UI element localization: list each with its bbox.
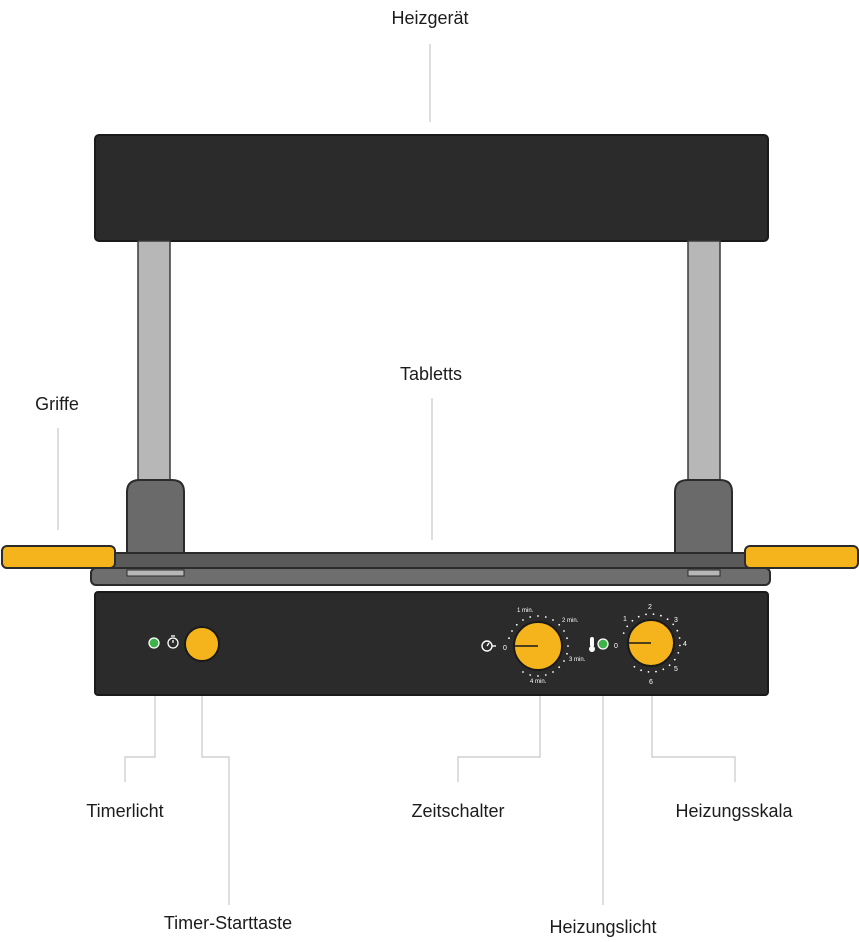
dial-tick bbox=[558, 666, 561, 669]
dial-tick bbox=[537, 675, 539, 677]
dial-tick bbox=[529, 616, 532, 618]
dial-tick bbox=[676, 629, 679, 632]
dial-tick bbox=[672, 623, 675, 626]
trays-label: Tabletts bbox=[399, 364, 463, 384]
dial-tick bbox=[522, 619, 524, 621]
timer-dial-3min: 3 min. bbox=[569, 657, 586, 663]
timer-dial-4min: 4 min. bbox=[530, 679, 547, 685]
left-handle bbox=[1, 545, 116, 569]
heat-dial-1: 1 bbox=[623, 616, 627, 623]
dial-tick bbox=[645, 613, 647, 616]
lower-tray bbox=[90, 567, 771, 586]
dial-tick bbox=[660, 614, 662, 617]
dial-tick bbox=[640, 669, 642, 672]
heat-dial-ticks bbox=[622, 613, 681, 673]
timer-light-label: Timerlicht bbox=[86, 801, 164, 821]
dial-tick bbox=[529, 674, 532, 676]
dial-tick bbox=[662, 668, 665, 671]
left-post bbox=[137, 240, 171, 492]
heat-dial-2: 2 bbox=[648, 604, 652, 611]
dial-tick bbox=[678, 637, 681, 639]
dial-tick bbox=[566, 637, 568, 640]
control-base bbox=[94, 591, 769, 696]
dial-tick bbox=[679, 644, 681, 647]
dial-tick bbox=[563, 660, 565, 662]
heat-dial-4: 4 bbox=[683, 641, 687, 648]
dial-tick bbox=[655, 670, 657, 673]
heat-dial-6: 6 bbox=[649, 679, 653, 686]
dial-tick bbox=[563, 630, 565, 632]
heat-dial: 0 1 2 3 4 5 6 bbox=[614, 604, 687, 686]
heating-scale-leader bbox=[651, 680, 736, 782]
timer-start-button[interactable] bbox=[184, 626, 220, 662]
upper-tray bbox=[100, 552, 763, 569]
dial-tick bbox=[666, 618, 669, 621]
dial-tick bbox=[673, 658, 676, 661]
heating-scale-label: Heizungsskala bbox=[675, 801, 793, 821]
timer-switch-leader bbox=[457, 680, 541, 782]
left-bracket bbox=[126, 479, 185, 557]
dial-tick bbox=[537, 615, 539, 617]
dial-tick bbox=[567, 645, 569, 647]
timer-light-leader bbox=[124, 658, 156, 782]
dial-tick bbox=[522, 671, 524, 673]
dial-tick bbox=[652, 613, 655, 615]
timer-start-leader bbox=[201, 665, 230, 905]
timer-dial: 0 1 min. 2 min. 3 min. 4 min. bbox=[481, 608, 586, 685]
dial-tick bbox=[508, 637, 510, 640]
left-post-foot bbox=[126, 569, 185, 577]
timer-indicator-light bbox=[148, 637, 160, 649]
dial-tick bbox=[552, 671, 554, 673]
timer-dial-1min: 1 min. bbox=[517, 608, 534, 614]
dial-tick bbox=[626, 625, 629, 628]
heating-indicator-light bbox=[597, 638, 609, 650]
stopwatch-icon bbox=[167, 635, 179, 649]
dial-tick bbox=[668, 664, 671, 667]
heat-dial-zero: 0 bbox=[614, 643, 618, 650]
heating-light-label: Heizungslicht bbox=[549, 917, 657, 937]
dial-tick bbox=[647, 671, 650, 673]
handles-label: Griffe bbox=[35, 394, 79, 414]
dial-tick bbox=[622, 632, 625, 634]
timer-dial-ticks bbox=[508, 615, 569, 677]
dial-tick bbox=[552, 619, 554, 621]
heat-dial-5: 5 bbox=[674, 666, 678, 673]
dial-tick bbox=[637, 615, 640, 618]
timer-dial-2min: 2 min. bbox=[562, 618, 579, 624]
heater-label: Heizgerät bbox=[391, 8, 469, 28]
dial-tick bbox=[511, 630, 513, 632]
timer-dial-zero: 0 bbox=[503, 645, 507, 652]
timer-start-label: Timer-Starttaste bbox=[163, 913, 293, 933]
right-post bbox=[687, 240, 721, 492]
dial-tick bbox=[544, 616, 547, 618]
dial-tick bbox=[558, 623, 561, 626]
right-post-foot bbox=[687, 569, 721, 577]
timer-arrow-icon bbox=[481, 640, 496, 652]
dial-tick bbox=[515, 623, 518, 626]
dial-tick bbox=[566, 652, 568, 655]
thermometer-icon bbox=[589, 637, 595, 652]
heater-unit bbox=[94, 134, 769, 242]
right-bracket bbox=[674, 479, 733, 557]
right-handle bbox=[744, 545, 859, 569]
dial-tick bbox=[633, 665, 636, 668]
dial-tick bbox=[544, 674, 547, 676]
heat-dial-3: 3 bbox=[674, 617, 678, 624]
dial-tick bbox=[631, 619, 634, 622]
dial-tick bbox=[677, 652, 680, 654]
timer-switch-label: Zeitschalter bbox=[411, 801, 505, 821]
